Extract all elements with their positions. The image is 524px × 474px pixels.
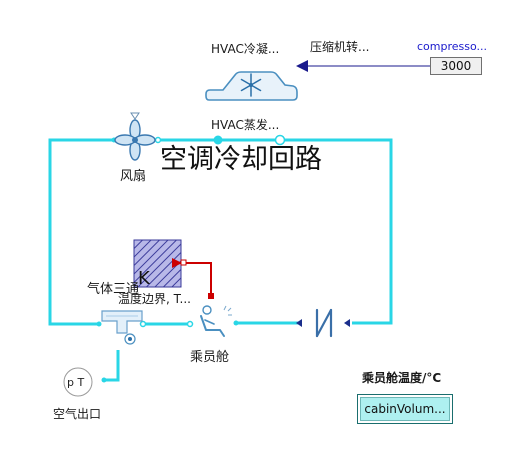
condenser-icon[interactable] <box>205 71 298 101</box>
pipe-tee-outlet <box>105 350 120 382</box>
connector-evaporator-a[interactable] <box>213 135 223 145</box>
compressor-signal <box>296 60 430 72</box>
connector-tee-left[interactable] <box>96 321 102 327</box>
tee-port-icon[interactable] <box>124 333 136 345</box>
connector-tee-right[interactable] <box>139 320 147 328</box>
connector-cabin-right[interactable] <box>233 320 239 326</box>
cabin-label: 乘员舱 <box>190 350 230 365</box>
compressor-speed-label: 压缩机转... <box>310 40 370 54</box>
fan-label: 风扇 <box>120 169 147 184</box>
connector-outlet[interactable] <box>101 377 107 383</box>
pipe-evaporator-right <box>280 138 393 325</box>
pipe-connectors <box>96 134 350 328</box>
fan-icon[interactable] <box>114 112 156 161</box>
cabin-icon[interactable] <box>200 305 232 337</box>
temperature-boundary-glyph: K <box>138 268 151 289</box>
connector-cabin-left[interactable] <box>186 320 194 328</box>
gas-tee-icon[interactable] <box>101 310 143 334</box>
connector-evaporator-b[interactable] <box>274 134 286 146</box>
evaporator-label: HVAC蒸发... <box>211 118 280 132</box>
connector-fan-b[interactable] <box>154 136 162 144</box>
gas-tee-label: 气体三通 <box>87 282 140 297</box>
pipe-fan-left <box>48 138 114 326</box>
temperature-boundary-label: 温度边界, T... <box>118 292 191 306</box>
condenser-label: HVAC冷凝... <box>211 42 280 56</box>
air-outlet-glyph: p T <box>67 376 85 389</box>
connector-valve-right[interactable] <box>344 319 350 327</box>
air-outlet-icon[interactable] <box>63 367 93 397</box>
signal-arrow-head <box>296 60 308 72</box>
connector-valve-left[interactable] <box>296 319 302 327</box>
diagram-title: 空调冷却回路 <box>160 144 322 175</box>
cabin-temp-display[interactable]: cabinVolum... <box>357 394 453 424</box>
heat-port-line <box>172 258 214 299</box>
air-outlet-label: 空气出口 <box>53 407 102 421</box>
expansion-valve-icon[interactable] <box>315 308 333 338</box>
cabin-temp-title: 乘员舱温度/°C <box>362 371 442 385</box>
compressor-source-label: compresso... <box>417 40 488 53</box>
compressor-value-box[interactable]: 3000 <box>430 57 482 75</box>
fluid-loop <box>48 138 393 382</box>
